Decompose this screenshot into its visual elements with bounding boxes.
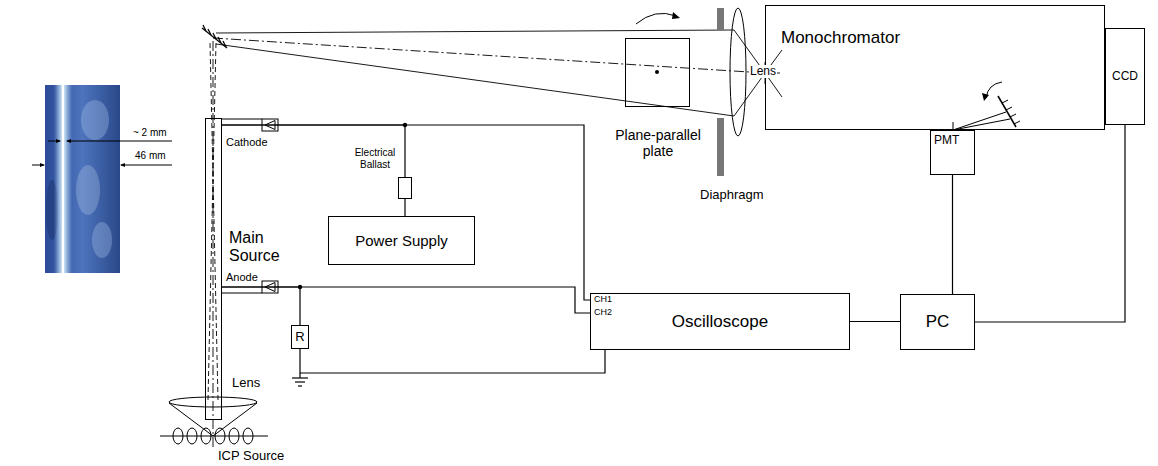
wire xyxy=(222,125,405,177)
electrode-label: Anode xyxy=(226,271,258,283)
node-text: CCD xyxy=(1112,70,1138,84)
node-text: Power Supply xyxy=(355,232,448,249)
power-supply-box: Power Supply xyxy=(328,216,475,265)
wire xyxy=(404,199,405,216)
lens-label: Lens xyxy=(232,376,260,390)
dimension-label: ~ 2 mm xyxy=(133,127,167,138)
junction-dot xyxy=(298,123,584,289)
oscilloscope-box: Oscilloscope xyxy=(590,293,850,350)
wire xyxy=(222,287,590,313)
dimension-label: 46 mm xyxy=(135,150,166,161)
grating-mirror xyxy=(953,82,1020,130)
dimension-marks xyxy=(32,139,172,167)
node-text: Main Source xyxy=(229,229,293,266)
node-text: Oscilloscope xyxy=(672,312,768,332)
source-tube: Main Source xyxy=(205,118,222,420)
monochromator-box: Monochromator xyxy=(765,5,1105,130)
electrode xyxy=(222,119,278,293)
plate-box: Plane-parallel plate xyxy=(625,38,690,107)
resistor-symbol: R xyxy=(291,325,309,349)
lens-label: Lens xyxy=(749,65,777,78)
ballast-box: Electrical Ballast xyxy=(398,177,412,199)
ccd-box: CCD xyxy=(1105,28,1145,125)
channel-label: CH2 xyxy=(594,308,612,318)
wire xyxy=(222,125,590,300)
wire xyxy=(952,175,953,294)
node-text: Monochromator xyxy=(781,28,900,48)
plasma-photo xyxy=(45,85,120,273)
node-text: PMT xyxy=(934,134,959,148)
node-text: Plane-parallel plate xyxy=(608,127,708,159)
wire xyxy=(222,287,300,325)
icp-source xyxy=(160,397,268,444)
lens xyxy=(730,8,746,136)
light-beam xyxy=(208,30,782,447)
node-text: Electrical Ballast xyxy=(349,147,401,170)
wire xyxy=(300,349,605,373)
ground-symbol xyxy=(292,373,308,386)
wire xyxy=(850,321,900,322)
wire xyxy=(975,125,1125,322)
node-text: R xyxy=(295,330,304,345)
diaphragm-label: Diaphragm xyxy=(700,188,764,202)
node-text: PC xyxy=(926,312,950,332)
pc-box: PC xyxy=(900,294,975,350)
pmt-box: PMT xyxy=(930,130,975,175)
rotation-arrow xyxy=(982,93,989,101)
electrode-label: Cathode xyxy=(226,136,268,148)
channel-label: CH1 xyxy=(594,295,612,305)
mirror xyxy=(202,25,227,48)
diaphragm xyxy=(717,8,724,176)
rotation-arrow xyxy=(636,12,680,74)
source-label: ICP Source xyxy=(218,449,284,463)
